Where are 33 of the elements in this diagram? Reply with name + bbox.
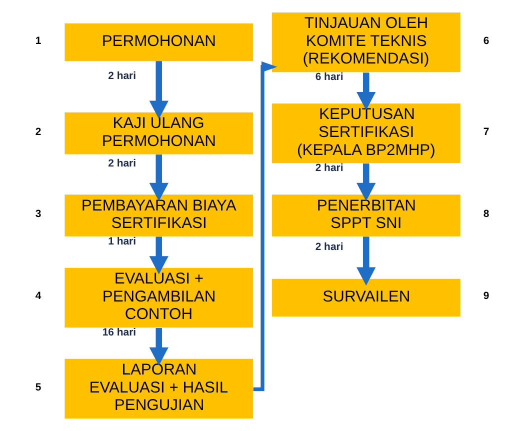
- node-label: 1: [34, 36, 41, 47]
- node-label: 7: [482, 126, 489, 138]
- edge-label: 6 hari: [314, 72, 343, 84]
- node-label: 8: [482, 209, 489, 220]
- node-label: 6: [482, 36, 489, 47]
- node-box: KEPUTUSAN SERTIFIKASI (KEPALA BP2MHP): [271, 104, 460, 164]
- node-box: PENERBITAN SPPT SNI: [271, 194, 460, 236]
- arrow: [252, 61, 277, 392]
- node-box: PEMBAYARAN BIAYA SERTIFIKASI: [64, 194, 253, 236]
- arrow: [148, 154, 168, 202]
- arrow: [356, 236, 376, 286]
- edge-label: 16 hari: [102, 328, 136, 339]
- node-label: 3: [34, 209, 41, 220]
- edge-label: 2 hari: [108, 158, 136, 170]
- node-label: 5: [34, 382, 41, 394]
- edge-label: 2 hari: [314, 242, 343, 253]
- node-label: 2: [34, 126, 41, 138]
- arrow: [148, 61, 168, 120]
- node-box: SURVAILEN: [271, 278, 460, 316]
- node-box: EVALUASI + PENGAMBILAN CONTOH: [64, 268, 253, 328]
- arrow: [148, 328, 168, 366]
- arrow: [356, 72, 376, 110]
- arrow: [148, 236, 168, 274]
- node-box: LAPORAN EVALUASI + HASIL PENGUJIAN: [64, 358, 253, 419]
- edge-label: 2 hari: [108, 70, 136, 82]
- node-box: KAJI ULANG PERMOHONAN: [64, 112, 253, 154]
- node-label: 4: [34, 291, 41, 302]
- node-label: 9: [482, 291, 489, 302]
- node-box: TINJAUAN OLEH KOMITE TEKNIS (REKOMENDASI): [271, 12, 460, 72]
- arrow: [356, 163, 376, 202]
- edge-label: 1 hari: [108, 236, 136, 248]
- edge-label: 2 hari: [314, 163, 343, 174]
- node-box: PERMOHONAN: [64, 23, 253, 62]
